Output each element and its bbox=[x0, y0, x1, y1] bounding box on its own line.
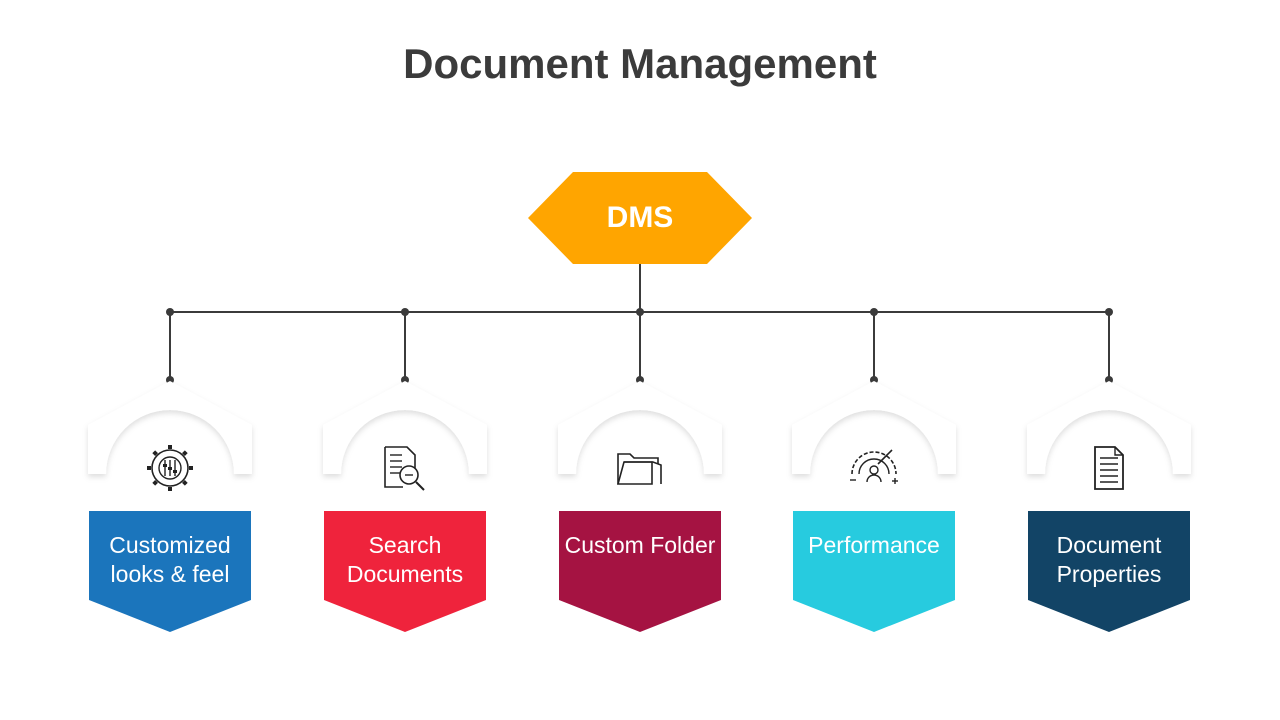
junction-dot bbox=[870, 308, 878, 316]
house-cap bbox=[323, 381, 487, 474]
document-search-icon bbox=[384, 446, 425, 491]
junction-dot bbox=[1105, 308, 1113, 316]
page-title: Document Management bbox=[403, 40, 877, 87]
branch-node bbox=[323, 381, 487, 632]
junction-dot bbox=[401, 308, 409, 316]
document-lines-icon bbox=[1094, 446, 1124, 490]
label-pentagon bbox=[559, 511, 721, 632]
junction-dot bbox=[166, 308, 174, 316]
hub-hexagon bbox=[528, 172, 752, 264]
endpoint-dot bbox=[166, 376, 174, 384]
house-cap bbox=[1027, 381, 1191, 474]
label-pentagon bbox=[1028, 511, 1190, 632]
branch-label: Custom Folder bbox=[564, 532, 716, 558]
label-pentagon bbox=[793, 511, 955, 632]
endpoint-dot bbox=[870, 376, 878, 384]
branch-node bbox=[792, 381, 956, 632]
branch-label: Performance bbox=[808, 532, 940, 558]
branch-nodes bbox=[88, 381, 1191, 632]
junction-dot bbox=[636, 308, 644, 316]
speedometer-user-icon bbox=[850, 449, 898, 484]
connector-lines bbox=[166, 264, 1113, 384]
gear-sliders-icon bbox=[147, 445, 193, 491]
house-cap bbox=[558, 381, 722, 474]
house-cap bbox=[88, 381, 252, 474]
endpoint-dot bbox=[636, 376, 644, 384]
branch-node bbox=[1027, 381, 1191, 632]
endpoint-dot bbox=[1105, 376, 1113, 384]
label-pentagon bbox=[89, 511, 251, 632]
branch-node bbox=[558, 381, 722, 632]
branch-label: Customized looks & feel bbox=[109, 532, 231, 587]
folder-icon bbox=[616, 453, 662, 485]
branch-node bbox=[88, 381, 252, 632]
house-cap bbox=[792, 381, 956, 474]
hub-label: DMS bbox=[606, 201, 674, 234]
branch-label: Search Documents bbox=[346, 532, 464, 587]
endpoint-dot bbox=[401, 376, 409, 384]
label-pentagon bbox=[324, 511, 486, 632]
branch-label: Document Properties bbox=[1056, 532, 1162, 587]
